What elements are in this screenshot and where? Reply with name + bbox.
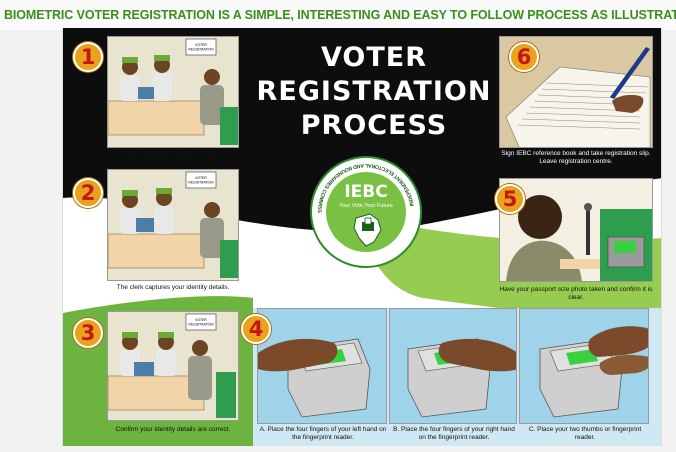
svg-text:REGISTRATION: REGISTRATION (188, 181, 214, 185)
svg-text:REGISTRATION: REGISTRATION (188, 323, 214, 327)
step-5-illustration (499, 178, 653, 282)
step-1-badge: 1 (73, 42, 103, 72)
step-4a-caption: A. Place the four fingers of your left h… (259, 426, 387, 441)
voter-registration-poster: VOTER REGISTRATION PROCESS INDEPENDENT E… (62, 28, 662, 446)
iebc-tagline: Your Vote,Your Future (339, 203, 393, 209)
iebc-emblem: IEBC Your Vote,Your Future (326, 172, 406, 252)
svg-text:VOTER: VOTER (195, 43, 207, 47)
step-1-illustration: VOTER REGISTRATION (107, 36, 239, 148)
step-3-illustration: VOTER REGISTRATION (107, 311, 239, 421)
iebc-logo: INDEPENDENT ELECTORAL AND BOUNDARIES COM… (310, 156, 422, 268)
svg-text:VOTER: VOTER (195, 176, 207, 180)
step-5-badge: 5 (495, 184, 525, 214)
step-4b-caption: B. Place the four fingers of your right … (393, 426, 515, 441)
step-6-badge: 6 (509, 42, 539, 72)
step-1-caption: Present your ID/Passport to clerk. (124, 150, 222, 157)
step-4c-illustration (519, 308, 649, 424)
kenya-map-icon (353, 213, 382, 247)
step-4a-illustration (257, 308, 387, 424)
poster-title-line-3: PROCESS (300, 110, 448, 141)
step-5-caption: Have your passport size photo taken and … (499, 286, 653, 301)
poster-title-line-1: VOTER (320, 42, 428, 73)
step-2-badge: 2 (73, 178, 103, 208)
step-3-caption: Confirm your identity details are correc… (115, 426, 231, 433)
step-4b-illustration (389, 308, 517, 424)
step-4-badge: 4 (241, 314, 271, 344)
step-2-caption: The clerk captures your identity details… (116, 284, 230, 291)
poster-title-line-2: REGISTRATION (256, 76, 492, 107)
step-3-badge: 3 (73, 318, 103, 348)
step-2-illustration: VOTER REGISTRATION (107, 169, 239, 281)
article-headline: BIOMETRIC VOTER REGISTRATION IS A SIMPLE… (0, 0, 676, 30)
step-6-caption: Sign IEBC reference book and take regist… (501, 150, 651, 165)
svg-text:VOTER: VOTER (195, 318, 207, 322)
svg-text:REGISTRATION: REGISTRATION (188, 48, 214, 52)
iebc-name: IEBC (344, 182, 388, 202)
step-4c-caption: C. Place your two thumbs or fingerprint … (528, 426, 642, 441)
